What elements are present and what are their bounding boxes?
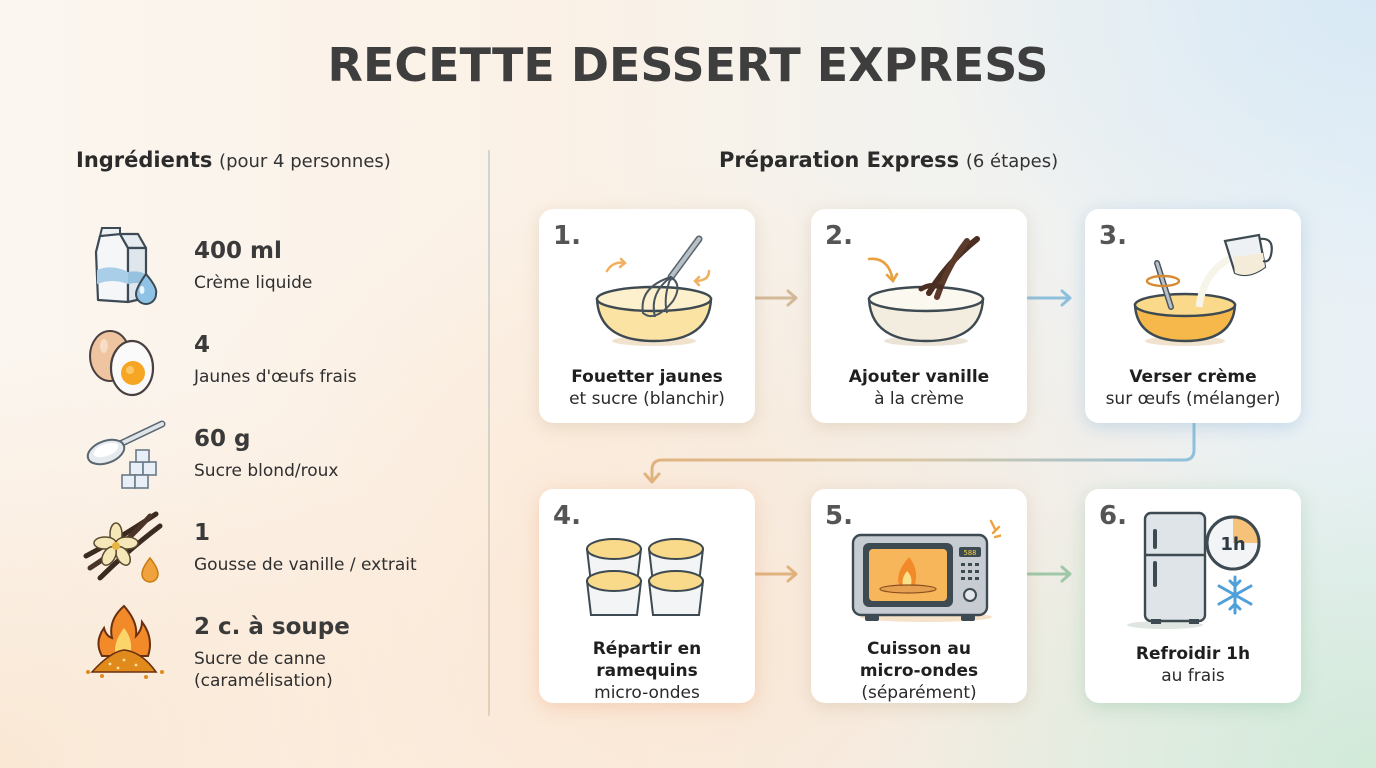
arrow-right-icon: [752, 289, 798, 307]
ingredients-heading: Ingrédients (pour 4 personnes): [76, 148, 391, 172]
sugar-spoon-icon: [86, 420, 166, 489]
ingredient-name: Gousse de vanille / extrait: [194, 555, 417, 575]
fridge-timer-icon: 1h: [1127, 511, 1261, 629]
ingredient-quantity: 4: [194, 332, 211, 358]
step-detail: micro-ondes: [594, 683, 700, 703]
ingredient-item: 4 Jaunes d'œufs frais: [80, 320, 480, 400]
ramekins-icon: [585, 538, 705, 616]
vanilla-bowl-icon: [867, 236, 985, 346]
preparation-heading-label: Préparation Express: [719, 148, 960, 172]
step-number: 5.: [825, 501, 853, 531]
preparation-heading: Préparation Express (6 étapes): [719, 148, 1058, 172]
step-detail: sur œufs (mélanger): [1105, 389, 1281, 409]
arrow-return-icon: [643, 420, 1196, 484]
step-card: 4. Répartir en ramequins micro-ondes: [539, 489, 755, 703]
step-card: 5. 588 Cuisson au micro-ondes (séparémen…: [811, 489, 1027, 703]
microwave-display: 588: [964, 549, 977, 557]
step-number: 3.: [1099, 221, 1127, 251]
timer-label: 1h: [1220, 534, 1245, 555]
step-card: 3. Verser crème sur œufs (mélanger): [1085, 209, 1301, 423]
step-detail: au frais: [1161, 666, 1225, 686]
step-title: Refroidir 1h: [1135, 644, 1251, 664]
ingredient-name: Sucre blond/roux: [194, 461, 339, 481]
ingredient-name: Sucre de canne (caramélisation): [194, 648, 333, 692]
section-divider: [488, 150, 490, 716]
pour-cream-icon: [1133, 233, 1273, 346]
ingredient-item: 60 g Sucre blond/roux: [80, 414, 480, 494]
step-number: 1.: [553, 221, 581, 251]
step-card: 1. Fouetter jaunes et sucre (blanchir): [539, 209, 755, 423]
ingredient-item: 1 Gousse de vanille / extrait: [80, 508, 480, 588]
ingredient-item: 2 c. à soupe Sucre de canne (caramélisat…: [80, 602, 480, 691]
ingredient-name-line1: Sucre de canne: [194, 649, 326, 669]
page-title: RECETTE DESSERT EXPRESS: [327, 38, 1049, 92]
preparation-subheading: (6 étapes): [965, 151, 1059, 172]
step-detail: (séparément): [861, 683, 977, 703]
milk-carton-icon: [94, 227, 158, 305]
step-title: Ajouter vanille: [848, 367, 990, 387]
ingredient-quantity: 2 c. à soupe: [194, 614, 350, 640]
step-title-line2: micro-ondes: [859, 661, 979, 681]
step-detail: et sucre (blanchir): [569, 389, 725, 409]
ingredients-subheading: (pour 4 personnes): [219, 151, 391, 172]
ingredient-name: Jaunes d'œufs frais: [194, 367, 357, 387]
step-title: Verser crème: [1129, 367, 1257, 387]
vanilla-icon: [83, 511, 163, 583]
step-detail: à la crème: [874, 389, 964, 409]
ingredient-item: 400 ml Crème liquide: [80, 226, 480, 306]
microwave-icon: 588: [851, 519, 1001, 622]
arrow-right-icon: [1026, 565, 1072, 583]
arrow-right-icon: [752, 565, 798, 583]
step-number: 6.: [1099, 501, 1127, 531]
ingredient-name: Crème liquide: [194, 273, 313, 293]
ingredient-quantity: 60 g: [194, 426, 251, 452]
step-title: Fouetter jaunes: [571, 367, 723, 387]
ingredient-quantity: 1: [194, 520, 211, 546]
step-title: Répartir en: [592, 639, 702, 659]
arrow-right-icon: [1026, 289, 1072, 307]
step-number: 4.: [553, 501, 581, 531]
step-card: 6. 1h Refroidir 1h au frais: [1085, 489, 1301, 703]
whisk-bowl-icon: [595, 235, 713, 346]
step-card: 2. Ajouter vanille à la crème: [811, 209, 1027, 423]
egg-icon: [89, 330, 155, 397]
ingredient-quantity: 400 ml: [194, 238, 282, 264]
step-title-line2: ramequins: [596, 661, 698, 681]
step-title: Cuisson au: [867, 639, 971, 659]
flame-sugar-icon: [86, 604, 164, 679]
ingredient-name-line2: (caramélisation): [194, 671, 333, 691]
step-number: 2.: [825, 221, 853, 251]
ingredients-heading-label: Ingrédients: [76, 148, 213, 172]
